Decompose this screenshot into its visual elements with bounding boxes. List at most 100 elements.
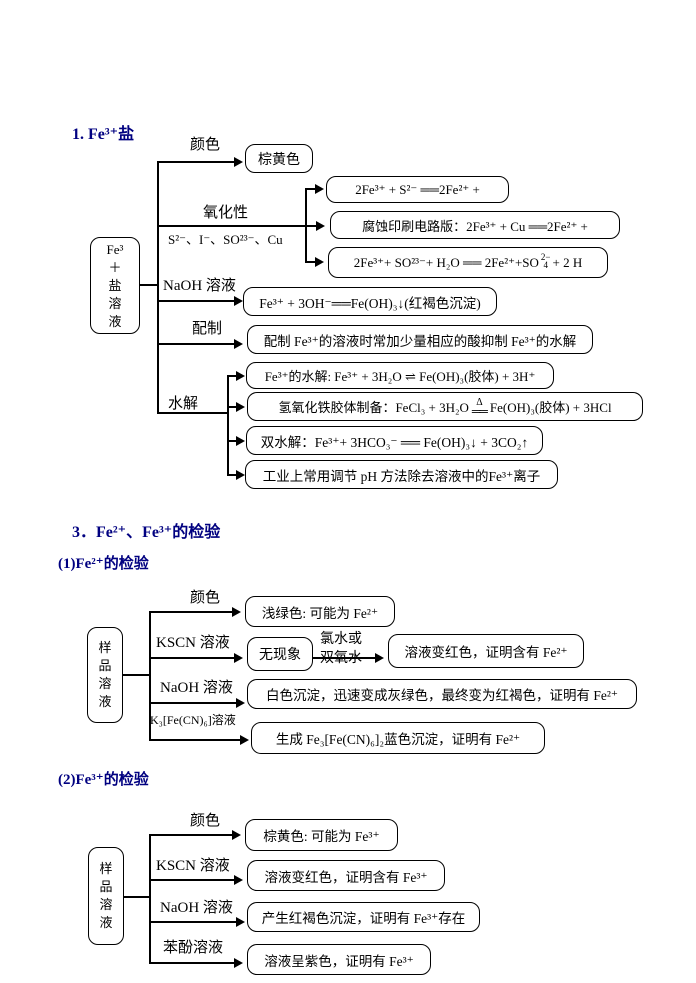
node-eq-sulfide: 2Fe³⁺ + S²⁻ ══2Fe²⁺ + <box>326 176 509 203</box>
equals-line: ══ <box>471 403 488 418</box>
arrow-line <box>313 657 377 659</box>
arrow-line <box>149 702 237 704</box>
root-line: Fe³ <box>106 241 124 257</box>
node-fe2-kscn-result: 溶液变红色，证明含有 Fe²⁺ <box>388 634 584 668</box>
arrow-head <box>236 402 245 412</box>
arrow-line <box>157 225 317 227</box>
delta-symbol: Δ <box>476 396 483 408</box>
arrow-head <box>236 698 245 708</box>
arrow-head <box>234 653 243 663</box>
root-line: 溶 <box>108 295 122 311</box>
ion-superscript: 2− <box>540 251 551 262</box>
section3-title: 3．Fe²⁺、Fe³⁺的检验 <box>72 524 221 541</box>
arrow-head <box>236 371 245 381</box>
root-line: 液 <box>98 694 112 709</box>
node-fe3-color-result: 棕黄色: 可能为 Fe³⁺ <box>245 819 398 851</box>
arrow-head <box>316 221 325 231</box>
node-fe3-phenol-result: 溶液呈紫色，证明有 Fe³⁺ <box>247 944 431 975</box>
branch-label-hydrolysis: 水解 <box>168 396 199 412</box>
stacked-ion-charge: 2−4 <box>540 251 551 270</box>
sample-solution-root-box-fe3: 样 品 溶 液 <box>88 847 124 945</box>
eq-text: Fe(OH)₃(胶体) + 3HCl <box>489 400 612 415</box>
arrow-line <box>305 188 317 190</box>
arrow-line <box>157 300 235 302</box>
junction-line <box>227 375 229 476</box>
branch-label-color: 颜色 <box>190 137 221 153</box>
fe3-salt-solution-root-box: Fe³ ＋ 盐 溶 液 <box>90 237 140 334</box>
arrow-head <box>234 958 243 968</box>
node-fe2-kfecn-result: 生成 Fe₃[Fe(CN)₆]₂蓝色沉淀，证明有 Fe²⁺ <box>251 722 545 754</box>
arrow-label-peroxide: 双氧水 <box>320 651 362 666</box>
node-naoh-equation: Fe³⁺ + 3OH⁻══Fe(OH)₃↓(红褐色沉淀) <box>243 287 497 316</box>
arrow-head <box>236 470 245 480</box>
root-line: 盐 <box>108 277 122 293</box>
node-fe2-naoh-result: 白色沉淀，迅速变成灰绿色，最终变为红褐色，证明有 Fe²⁺ <box>247 679 637 709</box>
root-line: 溶 <box>98 676 112 691</box>
root-line: 液 <box>108 313 122 329</box>
arrow-line <box>157 343 235 345</box>
node-fe3-naoh-result: 产生红褐色沉淀，证明有 Fe³⁺存在 <box>247 902 480 932</box>
root-line: 品 <box>99 879 113 894</box>
root-line: 样 <box>99 861 113 876</box>
eq-text: 氢氧化铁胶体制备：FeCl₃ + 3H₂O <box>278 400 469 415</box>
arrow-line <box>149 879 235 881</box>
root-line: 品 <box>98 658 112 673</box>
arrow-line <box>227 440 237 442</box>
arrow-line <box>149 962 235 964</box>
branch-label-kfecn: K₃[Fe(CN)₆]溶液 <box>150 713 236 727</box>
branch-label-phenol: 苯酚溶液 <box>163 940 224 956</box>
branch-label-preparation: 配制 <box>192 321 223 337</box>
section1-title: 1. Fe³⁺盐 <box>72 126 135 143</box>
branch-label-kscn: KSCN 溶液 <box>156 635 230 651</box>
part2-title: (2)Fe³⁺的检验 <box>58 772 149 788</box>
branch-label-naoh: NaOH 溶液 <box>160 680 233 696</box>
node-eq-copper: 腐蚀印刷电路版：2Fe³⁺ + Cu ══2Fe²⁺ + <box>330 211 620 239</box>
arrow-line <box>227 406 237 408</box>
node-ph-adjust-note: 工业上常用调节 pH 方法除去溶液中的Fe³⁺离子 <box>245 460 558 489</box>
arrow-head <box>236 436 245 446</box>
root-line: 溶 <box>99 897 113 912</box>
arrow-line <box>149 921 237 923</box>
ion-subscript: 4 <box>543 259 548 270</box>
arrow-head <box>315 184 324 194</box>
oxidizing-species-label: S²⁻、I⁻、SO²³⁻、Cu <box>168 232 283 247</box>
branch-label-oxidizing: 氧化性 <box>203 205 249 221</box>
connector-line <box>157 412 229 414</box>
node-double-hydrolysis-eq: 双水解：Fe³⁺+ 3HCO₃⁻ ══ Fe(OH)₃↓ + 3CO₂↑ <box>246 426 543 455</box>
arrow-line <box>149 611 233 613</box>
junction-line <box>305 188 307 263</box>
branch-label-color: 颜色 <box>190 590 221 606</box>
root-line: ＋ <box>108 259 122 275</box>
arrow-head <box>232 607 241 617</box>
arrow-head <box>234 157 243 167</box>
root-line: 液 <box>99 915 113 930</box>
branch-label-naoh: NaOH 溶液 <box>163 278 236 294</box>
node-preparation-note: 配制 Fe³⁺的溶液时常加少量相应的酸抑制 Fe³⁺的水解 <box>247 325 593 354</box>
arrow-line <box>157 161 235 163</box>
node-no-phenomenon: 无现象 <box>247 637 313 671</box>
eq-text: + 2 H <box>552 254 583 270</box>
arrow-line <box>149 739 241 741</box>
trunk-line <box>149 834 151 964</box>
branch-label-naoh: NaOH 溶液 <box>160 900 233 916</box>
root-line: 样 <box>98 640 112 655</box>
arrow-head <box>315 257 324 267</box>
delta-over-equals: Δ══ <box>471 396 488 418</box>
arrow-line <box>227 375 237 377</box>
sample-solution-root-box-fe2: 样 品 溶 液 <box>87 627 123 723</box>
branch-label-color: 颜色 <box>190 813 221 829</box>
node-hydrolysis-eq: Fe³⁺的水解: Fe³⁺ + 3H₂O ⇌ Fe(OH)₃(胶体) + 3H⁺ <box>246 362 554 389</box>
arrow-head <box>234 296 243 306</box>
trunk-line <box>157 161 159 414</box>
arrow-head <box>240 735 249 745</box>
part1-title: (1)Fe²⁺的检验 <box>58 556 149 572</box>
branch-label-kscn: KSCN 溶液 <box>156 858 230 874</box>
trunk-line <box>149 611 151 741</box>
arrow-line <box>149 834 233 836</box>
node-fe2-color-result: 浅绿色: 可能为 Fe²⁺ <box>245 596 395 627</box>
eq-text: SO <box>522 254 539 270</box>
arrow-label-chlorine-water: 氯水或 <box>320 632 362 647</box>
